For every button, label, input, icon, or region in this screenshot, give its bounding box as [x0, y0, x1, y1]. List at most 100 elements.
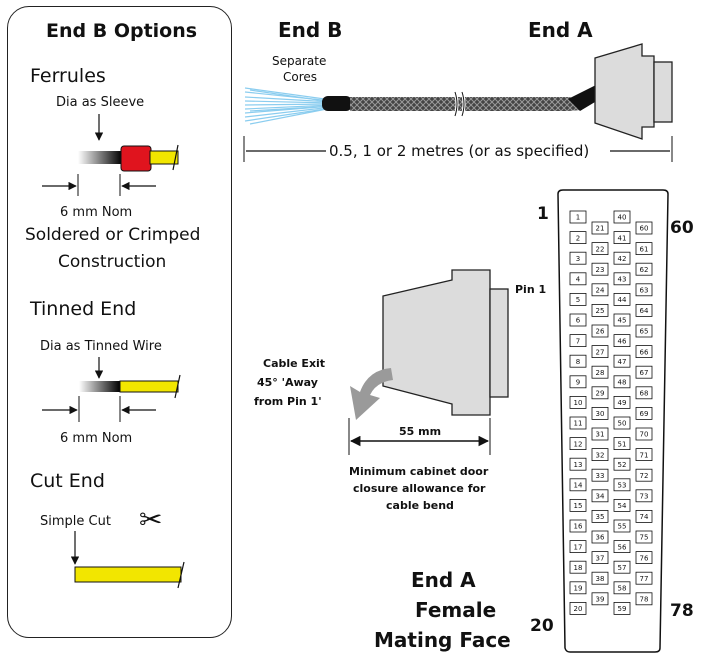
mating-title-line1: End A	[411, 568, 476, 592]
pin-socket	[569, 354, 587, 368]
end-b-label: End B	[278, 18, 343, 42]
pin-number: 78	[640, 596, 649, 604]
ferrules-length-label: 6 mm Nom	[60, 205, 133, 220]
pin-number: 19	[574, 585, 583, 593]
pin-number: 50	[618, 420, 627, 428]
pin-socket	[569, 581, 587, 595]
pin-number: 45	[618, 317, 627, 325]
pin-number: 47	[618, 358, 627, 366]
ferrules-title: Ferrules	[30, 65, 106, 87]
pin-number: 65	[640, 328, 649, 336]
pin-socket	[635, 551, 653, 564]
pin-number: 40	[618, 214, 627, 222]
pin-number: 55	[618, 523, 627, 531]
pin-number: 57	[618, 564, 627, 572]
pin-socket	[613, 457, 631, 471]
cable-exit-line2: 45° 'Away	[257, 376, 318, 389]
pin-socket	[613, 540, 631, 553]
pin-number: 14	[574, 482, 583, 490]
pin-number: 17	[574, 543, 583, 551]
pin-socket	[569, 602, 587, 615]
pin-number: 10	[574, 399, 583, 407]
pin-socket	[569, 540, 587, 553]
allowance-line1: Minimum cabinet door	[349, 465, 489, 478]
corner-label-bottom-right: 78	[670, 601, 694, 621]
pin-number: 22	[596, 245, 605, 253]
pin-socket	[613, 354, 631, 368]
pin-socket	[635, 345, 653, 359]
pin-number: 54	[618, 502, 627, 510]
pin-socket	[569, 292, 587, 306]
pin-number: 48	[618, 379, 627, 387]
pin-number: 58	[618, 585, 627, 593]
tinned-dia-label: Dia as Tinned Wire	[40, 339, 162, 354]
pin-number: 76	[640, 554, 649, 562]
pin-socket	[569, 478, 587, 492]
pin-socket	[613, 334, 631, 348]
pin-socket	[591, 242, 609, 256]
pin-number: 71	[640, 451, 649, 459]
pin-socket	[635, 448, 653, 462]
pin-number: 66	[640, 348, 649, 356]
cut-label: Simple Cut	[40, 514, 111, 529]
pin-socket	[635, 386, 653, 400]
pin-socket	[591, 324, 609, 338]
pin-socket	[635, 283, 653, 297]
pin-socket	[613, 395, 631, 409]
pin-number: 62	[640, 266, 649, 274]
cable-illustration	[243, 43, 673, 162]
pin-number: 38	[596, 575, 605, 583]
ferrules-construction-line2: Construction	[58, 252, 167, 272]
pin-number: 4	[576, 276, 581, 284]
pin-socket	[613, 602, 631, 615]
pin-number: 73	[640, 493, 649, 501]
pin-socket	[591, 262, 609, 276]
pin-number: 29	[596, 390, 605, 398]
pin-socket	[635, 571, 653, 585]
pin-socket	[569, 210, 587, 224]
scissors-icon: ✂	[139, 503, 163, 536]
pin-number: 1	[576, 214, 580, 222]
pin-number: 27	[596, 348, 605, 356]
pin-number: 75	[640, 534, 649, 542]
pin-socket	[569, 251, 587, 265]
mating-face: 1234567891011121314151617181920212223242…	[557, 189, 669, 653]
pin-socket	[569, 395, 587, 409]
pin-socket	[591, 592, 609, 606]
pin-number: 36	[596, 534, 605, 542]
corner-label-top-right: 60	[670, 218, 694, 238]
pin-socket	[613, 292, 631, 306]
pin-number: 32	[596, 451, 605, 459]
pin-socket	[613, 416, 631, 430]
pin-number: 42	[618, 255, 627, 263]
pin-number: 64	[640, 307, 649, 315]
pin-socket	[591, 509, 609, 523]
pin-number: 60	[640, 225, 649, 233]
pin-socket	[613, 560, 631, 574]
end-a-label: End A	[528, 18, 593, 42]
pin-socket	[591, 551, 609, 564]
pin-socket	[613, 498, 631, 512]
pin-socket	[635, 303, 653, 317]
pin-number: 41	[618, 234, 627, 242]
pin-socket	[569, 560, 587, 574]
pin-number: 39	[596, 596, 605, 604]
pin-number: 33	[596, 472, 605, 480]
pin-number: 8	[576, 358, 580, 366]
pin1-label: Pin 1	[515, 283, 547, 296]
pin-socket	[613, 437, 631, 451]
pin-number: 61	[640, 245, 649, 253]
pin-socket	[613, 251, 631, 265]
connector-side-view	[348, 269, 509, 455]
cut-title: Cut End	[30, 470, 105, 492]
pin-number: 63	[640, 287, 649, 295]
pin-number: 20	[574, 605, 583, 613]
pin-socket	[635, 427, 653, 441]
pin-socket	[591, 365, 609, 379]
pin-number: 30	[596, 410, 605, 418]
pin-socket	[613, 519, 631, 533]
cable-exit-line1: Cable Exit	[263, 357, 326, 370]
pin-number: 43	[618, 276, 627, 284]
pin-socket	[591, 283, 609, 297]
pin-number: 37	[596, 554, 605, 562]
